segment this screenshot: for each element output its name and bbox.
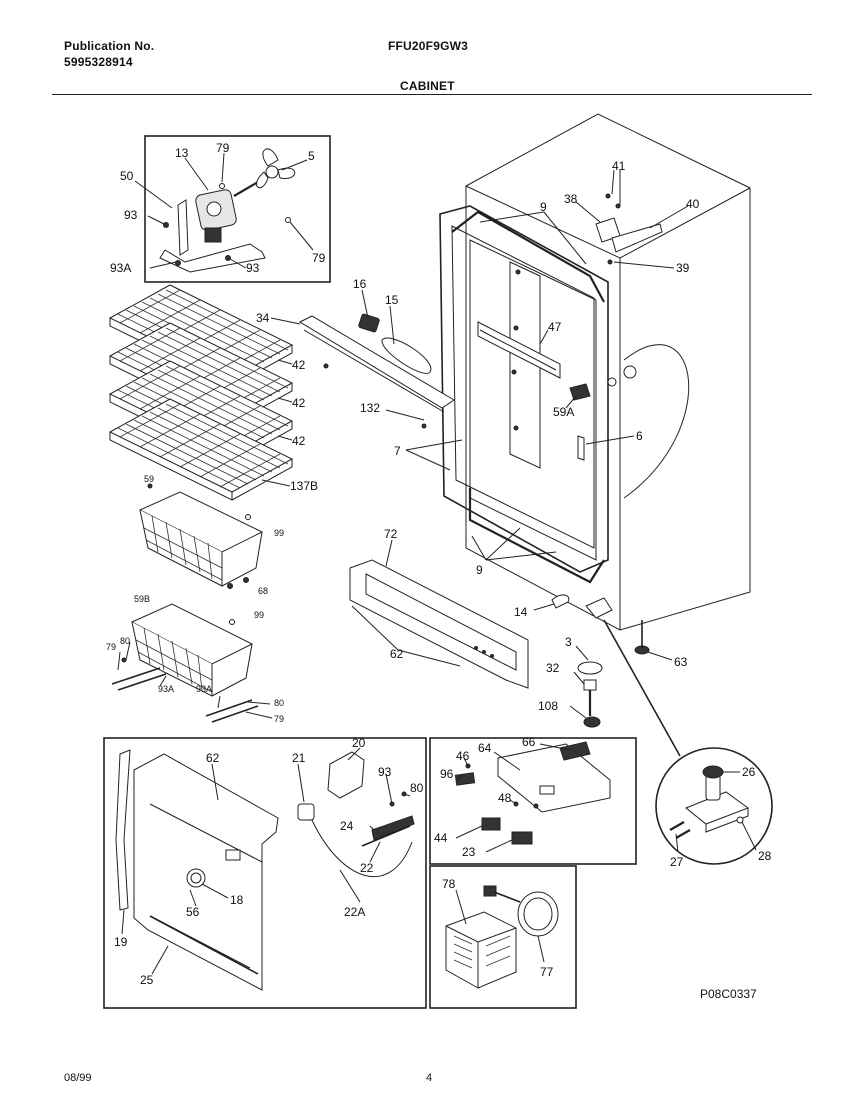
callout-44: 44 [434, 831, 448, 845]
front-grille [349, 559, 529, 689]
callout-62: 62 [390, 647, 404, 661]
callout-93A: 93A [110, 261, 131, 275]
hinge-detail-circle [603, 619, 773, 865]
callout-18: 18 [230, 893, 244, 907]
callout-93: 93 [246, 261, 260, 275]
leader-lines [270, 169, 689, 719]
callout-14: 14 [514, 605, 528, 619]
callout-56: 56 [186, 905, 200, 919]
callout-24: 24 [340, 819, 354, 833]
callout-77: 77 [540, 965, 554, 979]
callout-80: 80 [274, 698, 284, 708]
footer-date: 08/99 [64, 1072, 92, 1084]
callout-63: 63 [674, 655, 688, 669]
callout-5: 5 [308, 149, 315, 163]
callout-42: 42 [292, 358, 306, 372]
callout-19: 19 [114, 935, 128, 949]
callout-50: 50 [120, 169, 134, 183]
callout-59A: 59A [553, 405, 574, 419]
callout-59B: 59B [134, 594, 150, 604]
cabinet-body [439, 113, 751, 631]
callout-20: 20 [352, 736, 366, 750]
drawing-code: P08C0337 [700, 987, 757, 1001]
wire-baskets [111, 483, 273, 723]
callout-132: 132 [360, 401, 380, 415]
publication-number: 5995328914 [64, 55, 133, 69]
callout-59: 59 [144, 474, 154, 484]
callout-21: 21 [292, 751, 306, 765]
model-number: FFU20F9GW3 [388, 39, 469, 53]
callout-39: 39 [676, 261, 690, 275]
callout-3: 3 [565, 635, 572, 649]
callout-80: 80 [120, 636, 130, 646]
callout-28: 28 [758, 849, 772, 863]
callout-22A: 22A [344, 905, 365, 919]
callout-9: 9 [540, 200, 547, 214]
callout-78: 78 [442, 877, 456, 891]
callout-16: 16 [353, 277, 367, 291]
callout-79: 79 [274, 714, 284, 724]
wire-shelves [108, 284, 294, 501]
callout-93: 93 [378, 765, 392, 779]
callout-13: 13 [175, 146, 189, 160]
callout-32: 32 [546, 661, 560, 675]
callout-79: 79 [106, 642, 116, 652]
callout-22: 22 [360, 861, 374, 875]
callout-labels: 13 79 5 50 93 93A 93 79 34 16 15 42 42 4… [106, 141, 772, 987]
callout-27: 27 [670, 855, 684, 869]
publication-label: Publication No. [64, 39, 155, 53]
callout-9: 9 [476, 563, 483, 577]
section-title: CABINET [400, 79, 455, 93]
control-housing-inset [429, 737, 637, 865]
callout-79: 79 [216, 141, 230, 155]
callout-42: 42 [292, 396, 306, 410]
callout-66: 66 [522, 735, 536, 749]
callout-68: 68 [258, 586, 268, 596]
leveling-leg [577, 620, 650, 728]
callout-72: 72 [384, 527, 398, 541]
callout-137B: 137B [290, 479, 318, 493]
heater-fan-inset [429, 865, 577, 1009]
fan-motor-inset [134, 135, 331, 283]
callout-96: 96 [440, 767, 454, 781]
callout-34: 34 [256, 311, 270, 325]
callout-93A: 93A [196, 684, 212, 694]
callout-42: 42 [292, 434, 306, 448]
callout-79: 79 [312, 251, 326, 265]
callout-38: 38 [564, 192, 578, 206]
light-assembly [298, 313, 455, 429]
callout-41: 41 [612, 159, 626, 173]
callout-15: 15 [385, 293, 399, 307]
inset-leader-lines [121, 743, 757, 975]
page-number: 4 [426, 1072, 433, 1084]
callout-48: 48 [498, 791, 512, 805]
callout-46: 46 [456, 749, 470, 763]
callout-93: 93 [124, 208, 138, 222]
callout-108: 108 [538, 699, 558, 713]
callout-6: 6 [636, 429, 643, 443]
callout-23: 23 [462, 845, 476, 859]
callout-7: 7 [394, 444, 401, 458]
callout-62: 62 [206, 751, 220, 765]
callout-99: 99 [274, 528, 284, 538]
callout-25: 25 [140, 973, 154, 987]
header-rule [52, 94, 812, 95]
callout-40: 40 [686, 197, 700, 211]
rear-panel-inset [103, 737, 427, 1009]
callout-80: 80 [410, 781, 424, 795]
callout-99: 99 [254, 610, 264, 620]
callout-93A: 93A [158, 684, 174, 694]
callout-26: 26 [742, 765, 756, 779]
callout-64: 64 [478, 741, 492, 755]
callout-47: 47 [548, 320, 562, 334]
